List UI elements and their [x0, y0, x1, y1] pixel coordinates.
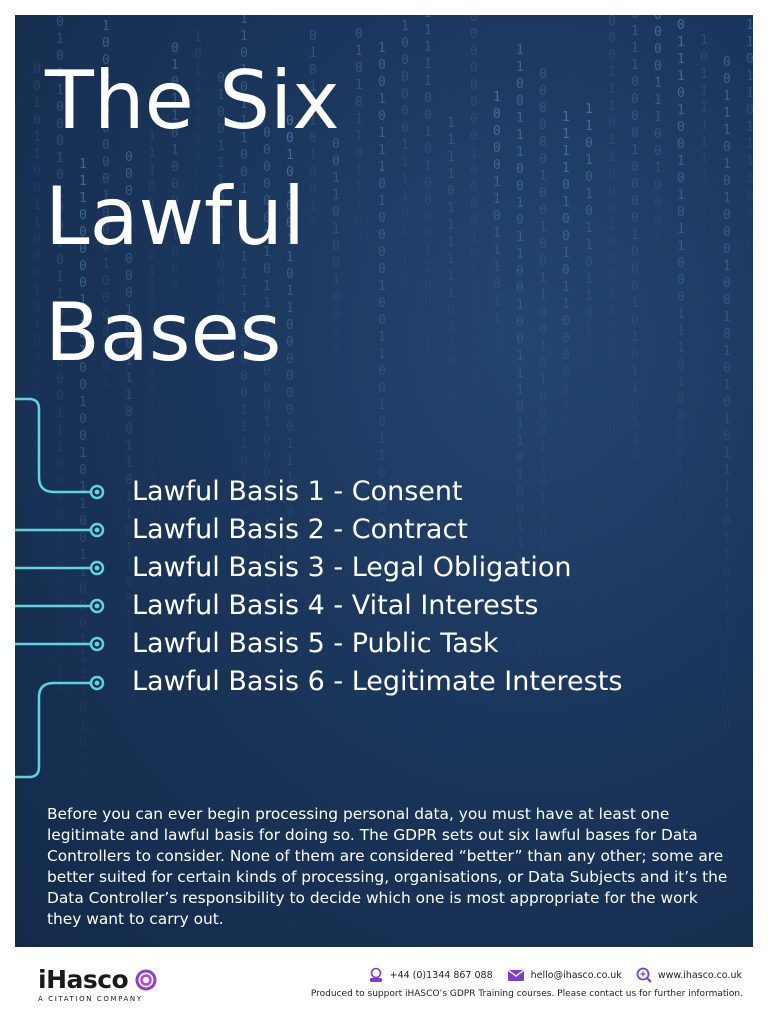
- lawful-basis-item: Lawful Basis 2 - Contract: [132, 514, 468, 545]
- phone-number: +44 (0)1344 867 088: [389, 969, 493, 981]
- phone-icon: [369, 967, 382, 982]
- title-line-1: The Six: [45, 54, 340, 147]
- contact-details: +44 (0)1344 867 088 hello@ihasco.co.uk w…: [368, 967, 742, 983]
- logo-tagline: A CITATION COMPANY: [38, 995, 143, 1003]
- footer: iHasco A CITATION COMPANY +44 (0)1344 86…: [0, 947, 768, 1024]
- phone-contact[interactable]: +44 (0)1344 867 088: [368, 967, 493, 983]
- lawful-basis-item: Lawful Basis 5 - Public Task: [132, 628, 499, 659]
- lawful-basis-item: Lawful Basis 6 - Legitimate Interests: [132, 666, 623, 697]
- logo-swirl-icon: [135, 969, 157, 990]
- connector-line-6: [15, 681, 99, 779]
- lawful-basis-item: Lawful Basis 4 - Vital Interests: [132, 590, 539, 621]
- lawful-basis-item: Lawful Basis 3 - Legal Obligation: [132, 552, 572, 583]
- email-address: hello@ihasco.co.uk: [530, 969, 622, 981]
- connector-line-1: [15, 397, 99, 494]
- email-contact[interactable]: hello@ihasco.co.uk: [507, 968, 622, 982]
- globe-search-icon: [636, 967, 652, 983]
- ihasco-logo: iHasco A CITATION COMPANY: [38, 965, 157, 1003]
- intro-paragraph: Before you can ever begin processing per…: [47, 805, 728, 928]
- website-contact[interactable]: www.ihasco.co.uk: [636, 967, 742, 983]
- lawful-basis-item: Lawful Basis 1 - Consent: [132, 476, 463, 507]
- circuit-connectors: [15, 397, 105, 779]
- logo-wordmark: iHasco: [38, 965, 129, 994]
- title-line-2: Lawful: [45, 170, 306, 263]
- footer-note: Produced to support iHASCO’s GDPR Traini…: [310, 989, 743, 999]
- title-line-3: Bases: [45, 286, 282, 379]
- lawful-bases-list: Lawful Basis 1 - Consent Lawful Basis 2 …: [132, 473, 622, 701]
- envelope-icon: [507, 968, 525, 981]
- website-url: www.ihasco.co.uk: [657, 969, 742, 981]
- page-title: The Six Lawful Bases: [45, 43, 340, 391]
